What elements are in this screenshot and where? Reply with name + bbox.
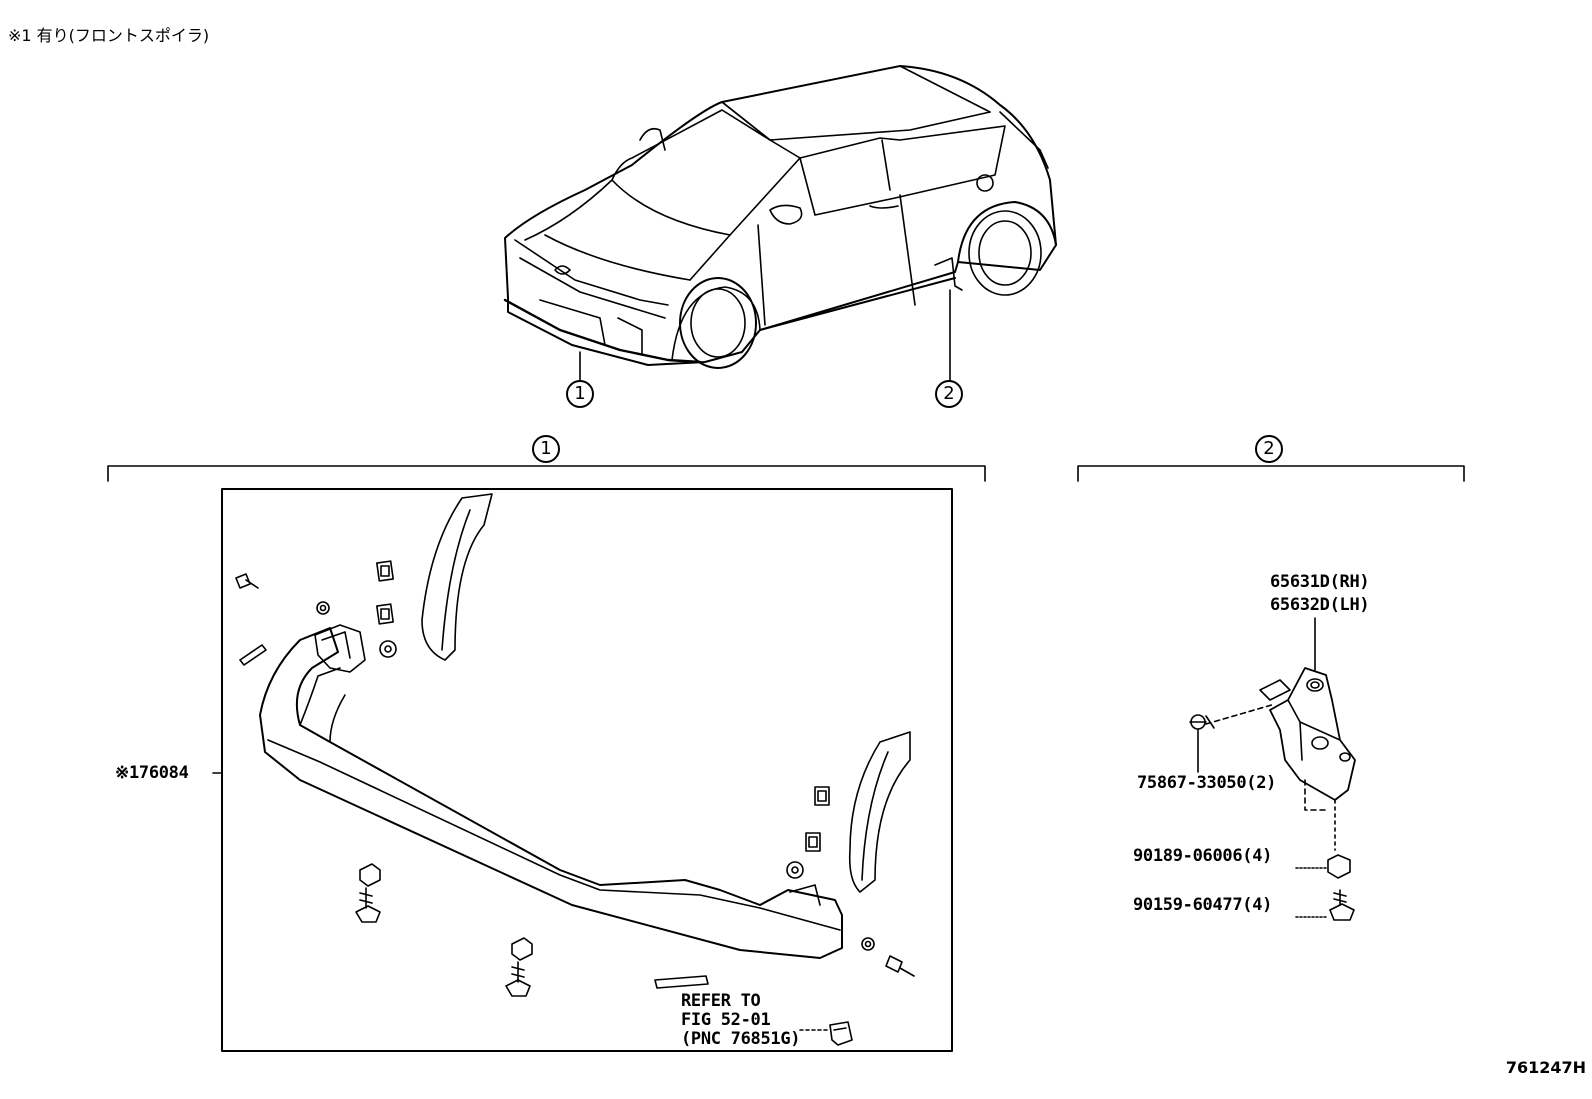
spoiler-frame [221,488,953,1052]
callout-2-section: 2 [1255,435,1283,463]
label-front-spoiler: ※176084 [115,763,189,783]
section-1-bracket [107,465,986,482]
refer-line-1: REFER TO [681,991,761,1011]
figure-code: 761247H [1505,1058,1586,1077]
refer-line-3: (PNC 76851G) [681,1029,801,1049]
section-2-bracket [1077,465,1465,482]
front-spoiler-part [259,493,911,959]
refer-line-2: FIG 52-01 [681,1010,771,1030]
side-bracket-part [1189,617,1356,921]
label-nut: 90189-06006(4) [1133,846,1273,866]
label-screw: 90159-60477(4) [1133,895,1273,915]
spoiler-note: ※1 有り(フロントスポイラ) [8,26,210,45]
car-illustration [503,65,1057,382]
label-clip: 75867-33050(2) [1137,773,1277,793]
callout-1-section: 1 [532,435,560,463]
callout-2-car: 2 [935,380,963,408]
label-bracket-rh: 65631D(RH) [1270,572,1370,592]
spoiler-fasteners [235,560,915,1046]
label-bracket-lh: 65632D(LH) [1270,595,1370,615]
